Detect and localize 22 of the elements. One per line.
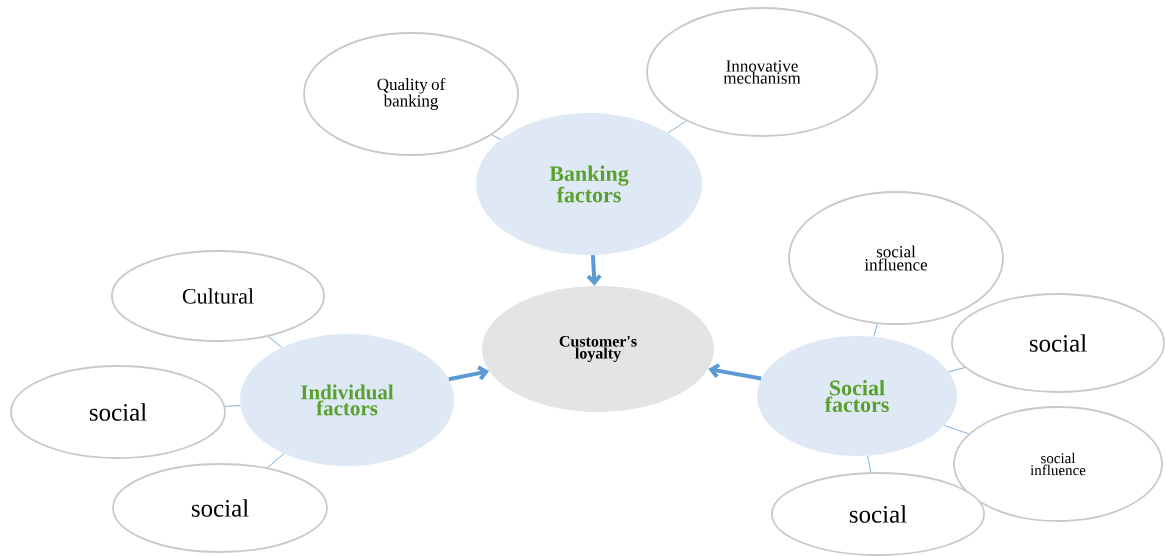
ellipse-node: social (112, 463, 328, 553)
ellipse-node: Quality of banking (303, 32, 519, 156)
connector-line (224, 405, 241, 407)
connector-line (267, 453, 285, 469)
ellipse-node: social (10, 365, 226, 459)
ellipse-node: social influence (788, 191, 1004, 325)
connector-line (667, 120, 687, 134)
connector-line (867, 455, 871, 473)
arrow (448, 365, 490, 382)
connector-line (491, 134, 502, 140)
node-label: social (849, 505, 907, 523)
arrow (708, 363, 762, 381)
connector-line (267, 336, 283, 348)
ellipse-node: social (951, 293, 1165, 393)
ellipse-node: Innovative mechanism (646, 7, 878, 137)
connector-line (873, 323, 878, 338)
ellipse-node: social (771, 472, 985, 556)
connector-line (948, 367, 966, 373)
arrow (586, 255, 602, 286)
ellipse-node: Cultural (111, 250, 325, 342)
connector-line (943, 425, 969, 435)
ellipse-node: social influence (953, 406, 1163, 522)
